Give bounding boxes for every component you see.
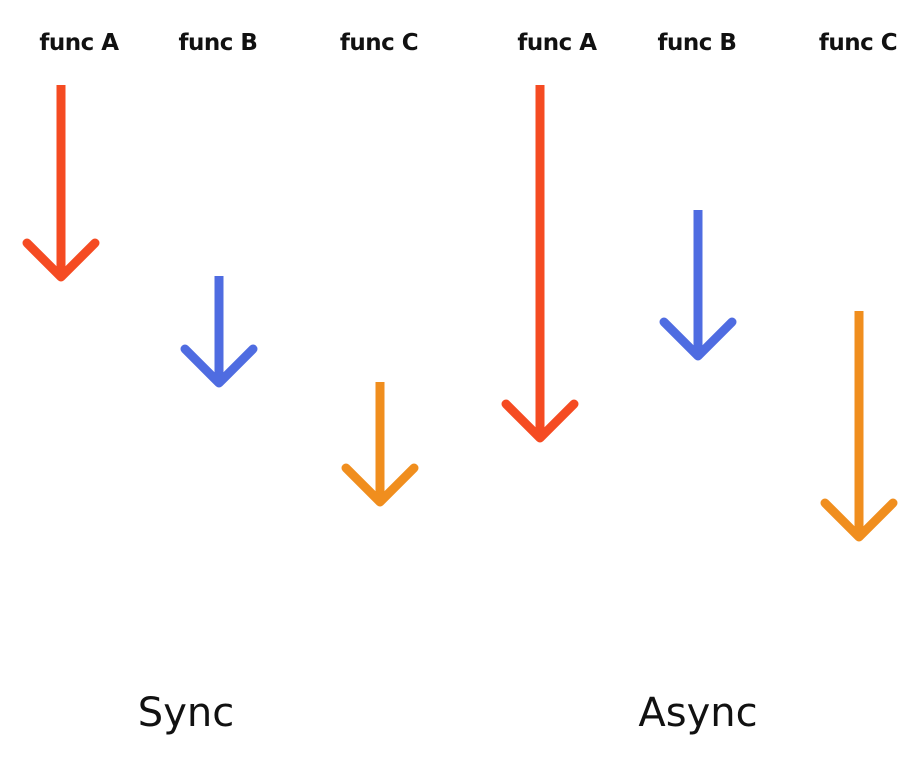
async-func-c-arrow-down-icon — [820, 311, 898, 542]
arrow-head — [501, 399, 579, 443]
sync-group-label: Sync — [137, 690, 235, 736]
async-func-c-label: func C — [818, 30, 898, 56]
sync-func-b-arrow-down-icon — [180, 276, 258, 388]
async-func-b-arrow-down-icon — [659, 210, 737, 361]
arrow-head — [341, 463, 419, 507]
sync-func-a-arrow-down-icon — [22, 85, 100, 282]
sync-func-a-label: func A — [39, 30, 119, 56]
arrow-head — [22, 238, 100, 282]
arrow-head — [659, 317, 737, 361]
sync-func-b-label: func B — [178, 30, 258, 56]
sync-func-c-arrow-down-icon — [341, 382, 419, 507]
arrow-head — [820, 498, 898, 542]
async-group-label: Async — [638, 690, 758, 736]
async-func-b-label: func B — [657, 30, 737, 56]
sync-func-c-label: func C — [339, 30, 419, 56]
async-func-a-label: func A — [517, 30, 597, 56]
arrow-head — [180, 344, 258, 388]
async-func-a-arrow-down-icon — [501, 85, 579, 443]
